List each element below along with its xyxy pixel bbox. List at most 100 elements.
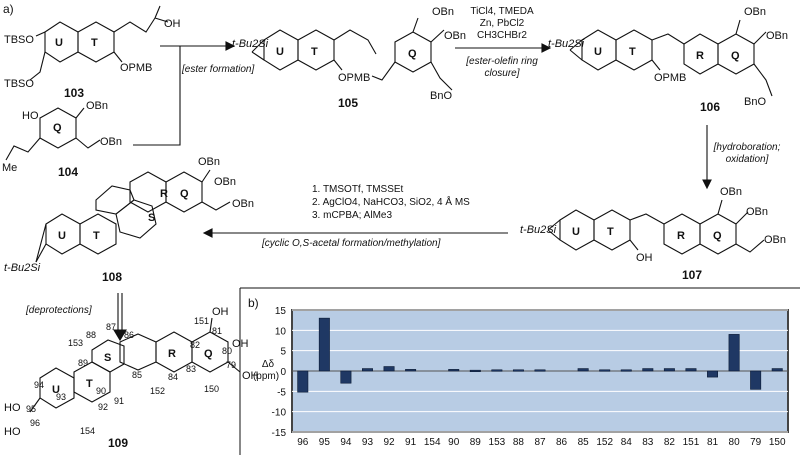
x-tick-label: 91	[405, 437, 417, 448]
oh-109a: OH	[212, 306, 229, 318]
y-axis-unit: (ppm)	[253, 371, 279, 382]
ho-104: HO	[22, 110, 39, 122]
y-tick-label: -5	[277, 387, 286, 398]
ring-s-109: S	[104, 352, 112, 364]
bar-94	[340, 370, 352, 384]
tbu2si-108: t-Bu2Si	[4, 262, 41, 274]
atom-num: 84	[168, 372, 179, 382]
rcm-reagent-1: TiCl4, TMEDA	[470, 6, 534, 17]
x-tick-label: 92	[383, 437, 395, 448]
obn-108a: OBn	[198, 156, 221, 168]
ring-t-109: T	[86, 378, 93, 390]
structure-106	[569, 19, 773, 97]
ring-t-107: T	[607, 226, 614, 238]
rcm-reagent-3: CH3CHBr2	[476, 30, 527, 41]
atom-num: 83	[186, 364, 197, 374]
obn-108b: OBn	[214, 176, 237, 188]
obn-106b: OBn	[766, 30, 789, 42]
y-tick-label: -10	[272, 408, 287, 419]
tbso-label-103a: TBSO	[4, 34, 34, 46]
bar-153	[491, 369, 503, 372]
bar-150	[771, 368, 783, 372]
ring-t-105: T	[311, 46, 318, 58]
opmb-103: OPMB	[120, 62, 153, 74]
ring-r-109: R	[168, 348, 176, 360]
ring-r-108: R	[160, 188, 168, 200]
bar-80	[728, 334, 740, 372]
x-tick-label: 95	[319, 437, 331, 448]
x-tick-label: 154	[424, 437, 441, 448]
oh-107: OH	[636, 252, 653, 264]
ring-q-104: Q	[53, 122, 62, 134]
atom-num: 154	[80, 426, 96, 436]
bar-88	[512, 369, 524, 372]
x-tick-label: 89	[470, 437, 482, 448]
atom-num: 151	[194, 316, 210, 326]
ring-u-109: U	[52, 384, 60, 396]
y-tick-label: -15	[272, 428, 287, 439]
ring-r-106: R	[696, 50, 704, 62]
bar-95	[318, 317, 330, 372]
bar-79	[750, 370, 762, 390]
bar-81	[707, 370, 718, 378]
bar-87	[534, 369, 546, 372]
bno-106: BnO	[744, 96, 767, 108]
atom-num: 95	[26, 404, 37, 414]
bar-96	[297, 370, 309, 393]
ho-109a: HO	[4, 402, 21, 414]
ring-u-103: U	[55, 37, 63, 49]
ring-u-105: U	[276, 46, 284, 58]
opmb-106: OPMB	[654, 72, 687, 84]
x-tick-label: 84	[621, 437, 633, 448]
atom-num: 86	[124, 330, 135, 340]
compound-106: 106	[700, 100, 721, 114]
ring-q-105: Q	[408, 48, 417, 60]
y-axis-label: Δδ	[262, 359, 275, 370]
oh-109c: OH	[242, 370, 259, 382]
bar-85	[577, 368, 589, 372]
acetal-reagent-2: 2. AgClO4, NaHCO3, SiO2, 4 Å MS	[312, 197, 470, 208]
y-tick-label: 5	[280, 347, 286, 358]
x-tick-label: 85	[578, 437, 590, 448]
ring-q-109: Q	[204, 348, 213, 360]
cooh-103: OH	[164, 18, 181, 30]
obn-104b: OBn	[100, 136, 123, 148]
x-tick-label: 87	[534, 437, 546, 448]
panel-b-label: b)	[248, 296, 259, 310]
bar-92	[383, 366, 395, 372]
obn-108c: OBn	[232, 198, 255, 210]
x-tick-label: 96	[297, 437, 309, 448]
tbu2si-106: t-Bu2Si	[548, 38, 585, 50]
atom-num: 96	[30, 418, 41, 428]
ring-q-108: Q	[180, 188, 189, 200]
obn-105a: OBn	[432, 6, 455, 18]
x-tick-label: 151	[683, 437, 700, 448]
compound-104: 104	[58, 165, 79, 179]
panel-a-label: a)	[3, 2, 14, 16]
ring-t-106: T	[629, 46, 636, 58]
compound-107: 107	[682, 268, 703, 282]
obn-107a: OBn	[720, 186, 743, 198]
ring-u-108: U	[58, 230, 66, 242]
bar-83	[642, 368, 654, 372]
obn-107b: OBn	[746, 206, 769, 218]
atom-num: 91	[114, 396, 125, 406]
bar-91	[405, 369, 417, 372]
rcm-reagent-2: Zn, PbCl2	[479, 18, 525, 29]
step-rcm-reagents: TiCl4, TMEDA Zn, PbCl2 CH3CHBr2	[456, 6, 548, 42]
structure-108	[35, 169, 231, 263]
x-tick-label: 79	[750, 437, 762, 448]
ring-t-103: T	[91, 37, 98, 49]
structure-105	[251, 17, 453, 91]
structure-104	[5, 107, 101, 161]
atom-num: 94	[34, 380, 45, 390]
compound-103: 103	[64, 86, 85, 100]
atom-num: 82	[190, 340, 201, 350]
atom-num: 93	[56, 392, 67, 402]
oh-109b: OH	[232, 338, 249, 350]
atom-num: 85	[132, 370, 143, 380]
structure-109	[29, 317, 241, 413]
obn-106a: OBn	[744, 6, 767, 18]
